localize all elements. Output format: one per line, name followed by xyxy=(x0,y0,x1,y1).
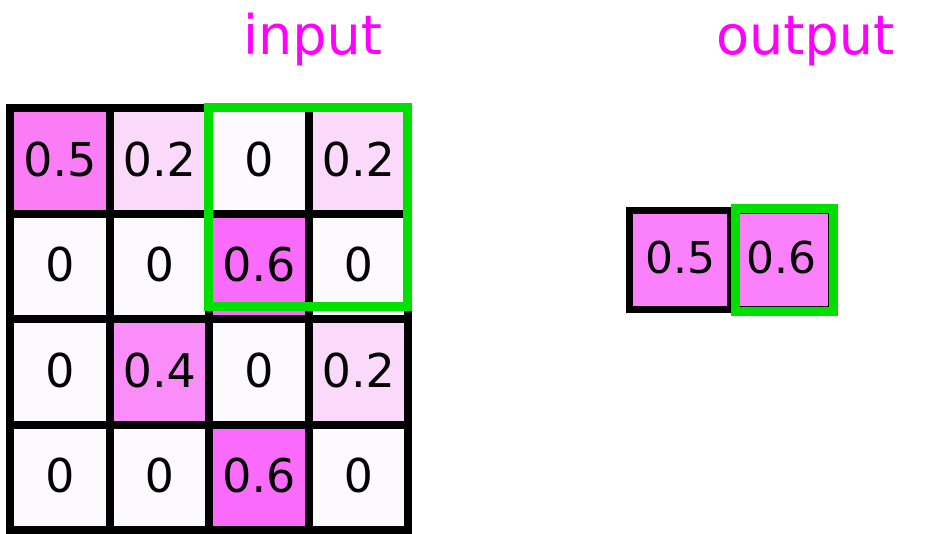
input-cell-value: 0.2 xyxy=(321,132,395,187)
input-cell-r3c4: 0.2 xyxy=(312,323,404,421)
input-cell-r1c3: 0 xyxy=(213,112,305,210)
input-cell-value: 0.5 xyxy=(23,132,97,187)
input-matrix: 0.5 0.2 0 0.2 0 0 0.6 0 0 0.4 0 0.2 0 0 0.6 0 xyxy=(6,104,412,534)
input-cell-value: 0 xyxy=(244,132,274,187)
input-cell-r3c2: 0.4 xyxy=(113,323,205,421)
output-cell-r1c1: 0.5 xyxy=(633,214,727,306)
input-cell-r4c3: 0.6 xyxy=(213,428,305,526)
input-cell-value: 0 xyxy=(343,238,373,293)
input-cell-r1c1: 0.5 xyxy=(14,112,106,210)
input-cell-value: 0 xyxy=(45,238,75,293)
input-cell-r1c2: 0.2 xyxy=(113,112,205,210)
output-title: output xyxy=(716,4,895,67)
input-title: input xyxy=(243,4,382,67)
output-matrix: 0.5 0.6 xyxy=(626,207,835,313)
output-cell-value: 0.5 xyxy=(645,233,715,284)
input-cell-value: 0 xyxy=(45,449,75,504)
input-cell-value: 0.2 xyxy=(122,132,196,187)
input-cell-value: 0 xyxy=(144,238,174,293)
input-cell-r4c4: 0 xyxy=(312,428,404,526)
output-cell-r1c2: 0.6 xyxy=(734,214,828,306)
input-cell-value: 0 xyxy=(144,449,174,504)
input-cell-r1c4: 0.2 xyxy=(312,112,404,210)
input-cell-value: 0 xyxy=(244,343,274,398)
input-cell-value: 0 xyxy=(343,449,373,504)
input-cell-r2c2: 0 xyxy=(113,217,205,315)
input-cell-value: 0 xyxy=(45,343,75,398)
output-cell-value: 0.6 xyxy=(746,233,816,284)
input-cell-value: 0.4 xyxy=(122,343,196,398)
input-cell-r3c3: 0 xyxy=(213,323,305,421)
input-cell-r4c2: 0 xyxy=(113,428,205,526)
input-cell-r4c1: 0 xyxy=(14,428,106,526)
input-cell-r2c4: 0 xyxy=(312,217,404,315)
input-cell-value: 0.2 xyxy=(321,343,395,398)
input-cell-value: 0.6 xyxy=(222,449,296,504)
input-cell-value: 0.6 xyxy=(222,238,296,293)
input-cell-r3c1: 0 xyxy=(14,323,106,421)
input-cell-r2c3: 0.6 xyxy=(213,217,305,315)
input-cell-r2c1: 0 xyxy=(14,217,106,315)
